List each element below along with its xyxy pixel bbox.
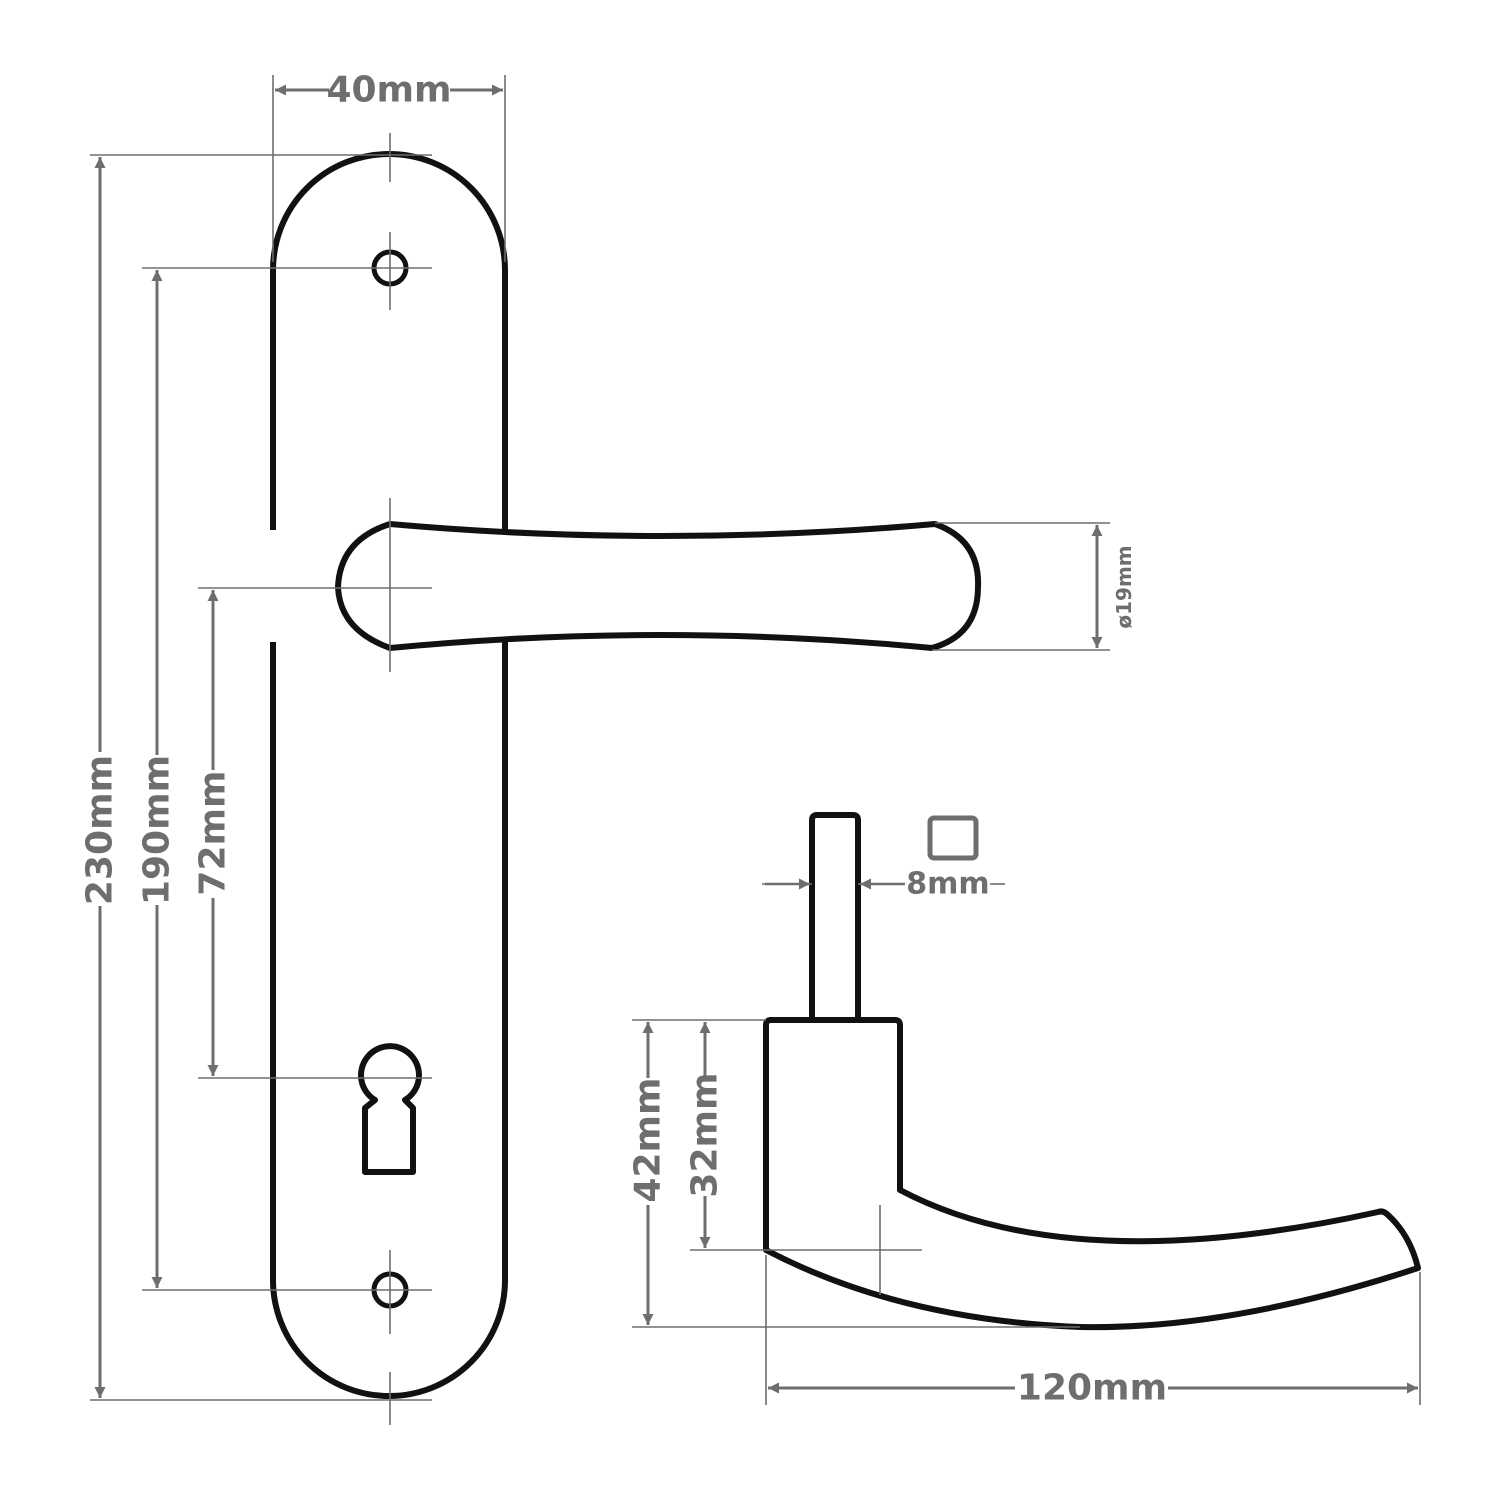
backplate-front-view [268,151,982,1399]
label-projection-height: 32mm [685,1072,726,1197]
dimension-plate-height: 230mm [80,157,121,1398]
label-handle-to-keyhole: 72mm [193,770,234,895]
dimension-rose-height: 42mm [628,1022,669,1325]
label-plate-height: 230mm [80,755,121,905]
dimension-handle-length: 120mm [768,1368,1418,1409]
dimension-projection-height: 32mm [685,1022,726,1248]
keyhole [358,1043,422,1175]
dimension-plate-width: 40mm [275,70,503,111]
dimension-handle-to-keyhole: 72mm [193,590,234,1076]
label-handle-diameter: ø19mm [1112,545,1136,628]
label-handle-length: 120mm [1017,1368,1167,1409]
backplate-outline [270,151,508,1399]
label-spindle-size: 8mm [906,867,989,902]
lever-handle-front [335,521,982,651]
dimension-spindle-size: 8mm [765,867,990,902]
side-view-construction-lines [632,883,1421,1405]
label-rose-height: 42mm [628,1077,669,1202]
handle-side-profile [763,1017,1421,1331]
square-spindle-icon [927,815,979,861]
label-plate-width: 40mm [326,70,451,111]
dimension-handle-diameter: ø19mm [1091,525,1136,648]
label-screw-spacing: 190mm [137,755,178,905]
front-view-construction-lines [90,75,1110,1425]
dimension-screw-spacing: 190mm [137,270,178,1288]
handle-side-view [763,812,1421,1331]
spindle [809,812,861,1020]
